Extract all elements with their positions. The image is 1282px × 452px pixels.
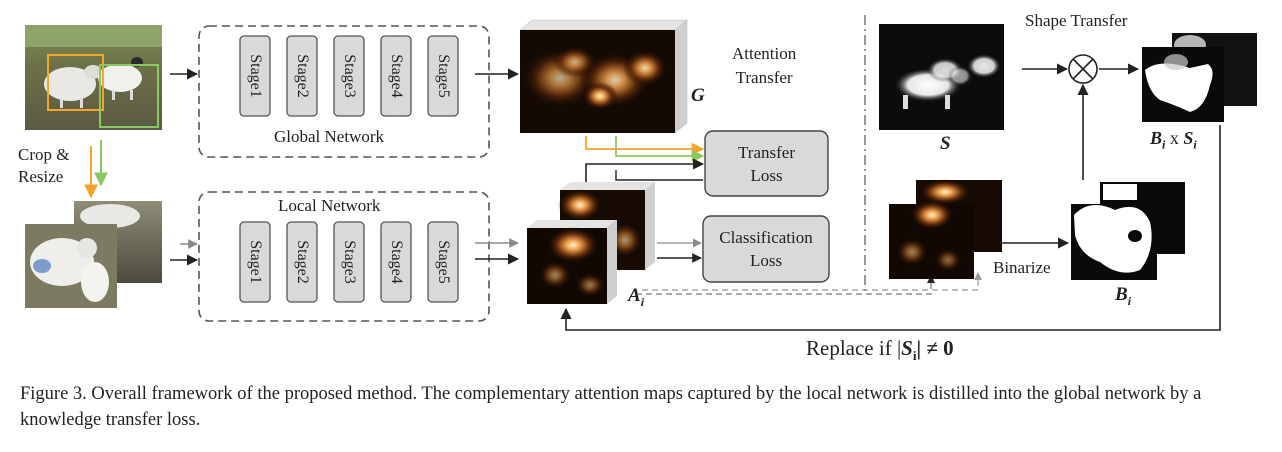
global-stage-1-box — [239, 35, 271, 117]
local-stage-5-label: Stage5 — [435, 240, 452, 284]
global-stage-3-label: Stage3 — [341, 54, 358, 98]
local-attention-maps — [527, 182, 655, 304]
global-stage-5-box — [427, 35, 459, 117]
replace-suffix: | ≠ 0 — [916, 336, 954, 360]
saliency-map — [879, 24, 1004, 130]
B-label: Bi — [1115, 284, 1131, 309]
product-S: S — [1183, 128, 1194, 148]
cropped-images — [25, 201, 162, 308]
local-network-label: Local Network — [278, 196, 381, 215]
G-label: G — [691, 85, 705, 106]
product-maps — [1142, 33, 1257, 122]
replace-S: S — [901, 336, 913, 360]
global-stage-2-label: Stage2 — [294, 54, 311, 98]
A-main: A — [628, 285, 641, 306]
input-image — [25, 25, 162, 130]
local-stage-5-box — [427, 221, 459, 303]
binary-masks — [1071, 182, 1185, 280]
global-stage-4-label: Stage4 — [388, 54, 405, 98]
product-B: B — [1150, 128, 1163, 148]
global-attention-map — [519, 19, 688, 134]
global-stage-2-box — [286, 35, 318, 117]
transfer-loss-box — [704, 130, 829, 197]
S-label: S — [940, 133, 951, 154]
local-stage-4-label: Stage4 — [388, 240, 405, 284]
classification-loss-label: Classification Loss — [719, 228, 813, 270]
classification-loss-box — [702, 215, 830, 283]
product-label: Bi x Si — [1150, 128, 1197, 153]
B-sub: i — [1127, 293, 1132, 308]
local-stage-3-label: Stage3 — [341, 240, 358, 284]
binarize-input-maps — [889, 179, 1002, 279]
local-stage-4-box — [380, 221, 412, 303]
product-x: x — [1165, 128, 1184, 148]
local-stage-2-label: Stage2 — [294, 240, 311, 284]
product-S-sub: i — [1193, 137, 1197, 152]
attention-transfer-label: Attention Transfer — [732, 44, 797, 87]
replace-sub: i — [912, 348, 917, 364]
local-stage-1-label: Stage1 — [247, 240, 264, 284]
shape-transfer-label: Shape Transfer — [1025, 11, 1128, 30]
global-stage-1-label: Stage1 — [247, 54, 264, 98]
replace-condition-label: Replace if |Si| ≠ 0 — [806, 336, 954, 364]
binarize-label: Binarize — [993, 258, 1051, 277]
replace-prefix: Replace if | — [806, 336, 902, 360]
local-stage-1-box — [239, 221, 271, 303]
global-stage-3-box — [333, 35, 365, 117]
local-stage-2-box — [286, 221, 318, 303]
global-network-box — [198, 25, 490, 158]
B-main: B — [1115, 284, 1128, 305]
local-stage-3-box — [333, 221, 365, 303]
local-network-box — [198, 191, 490, 322]
figure-caption: Figure 3. Overall framework of the propo… — [20, 384, 1202, 430]
crop-resize-label: Crop & Resize — [18, 145, 70, 186]
global-stage-4-box — [380, 35, 412, 117]
multiply-icon — [1068, 54, 1098, 84]
transfer-loss-label: Transfer Loss — [738, 143, 795, 185]
A-sub: i — [640, 294, 645, 309]
global-network-label: Global Network — [274, 127, 385, 146]
global-stage-5-label: Stage5 — [435, 54, 452, 98]
A-label: Ai — [628, 285, 644, 310]
product-B-sub: i — [1162, 137, 1166, 152]
